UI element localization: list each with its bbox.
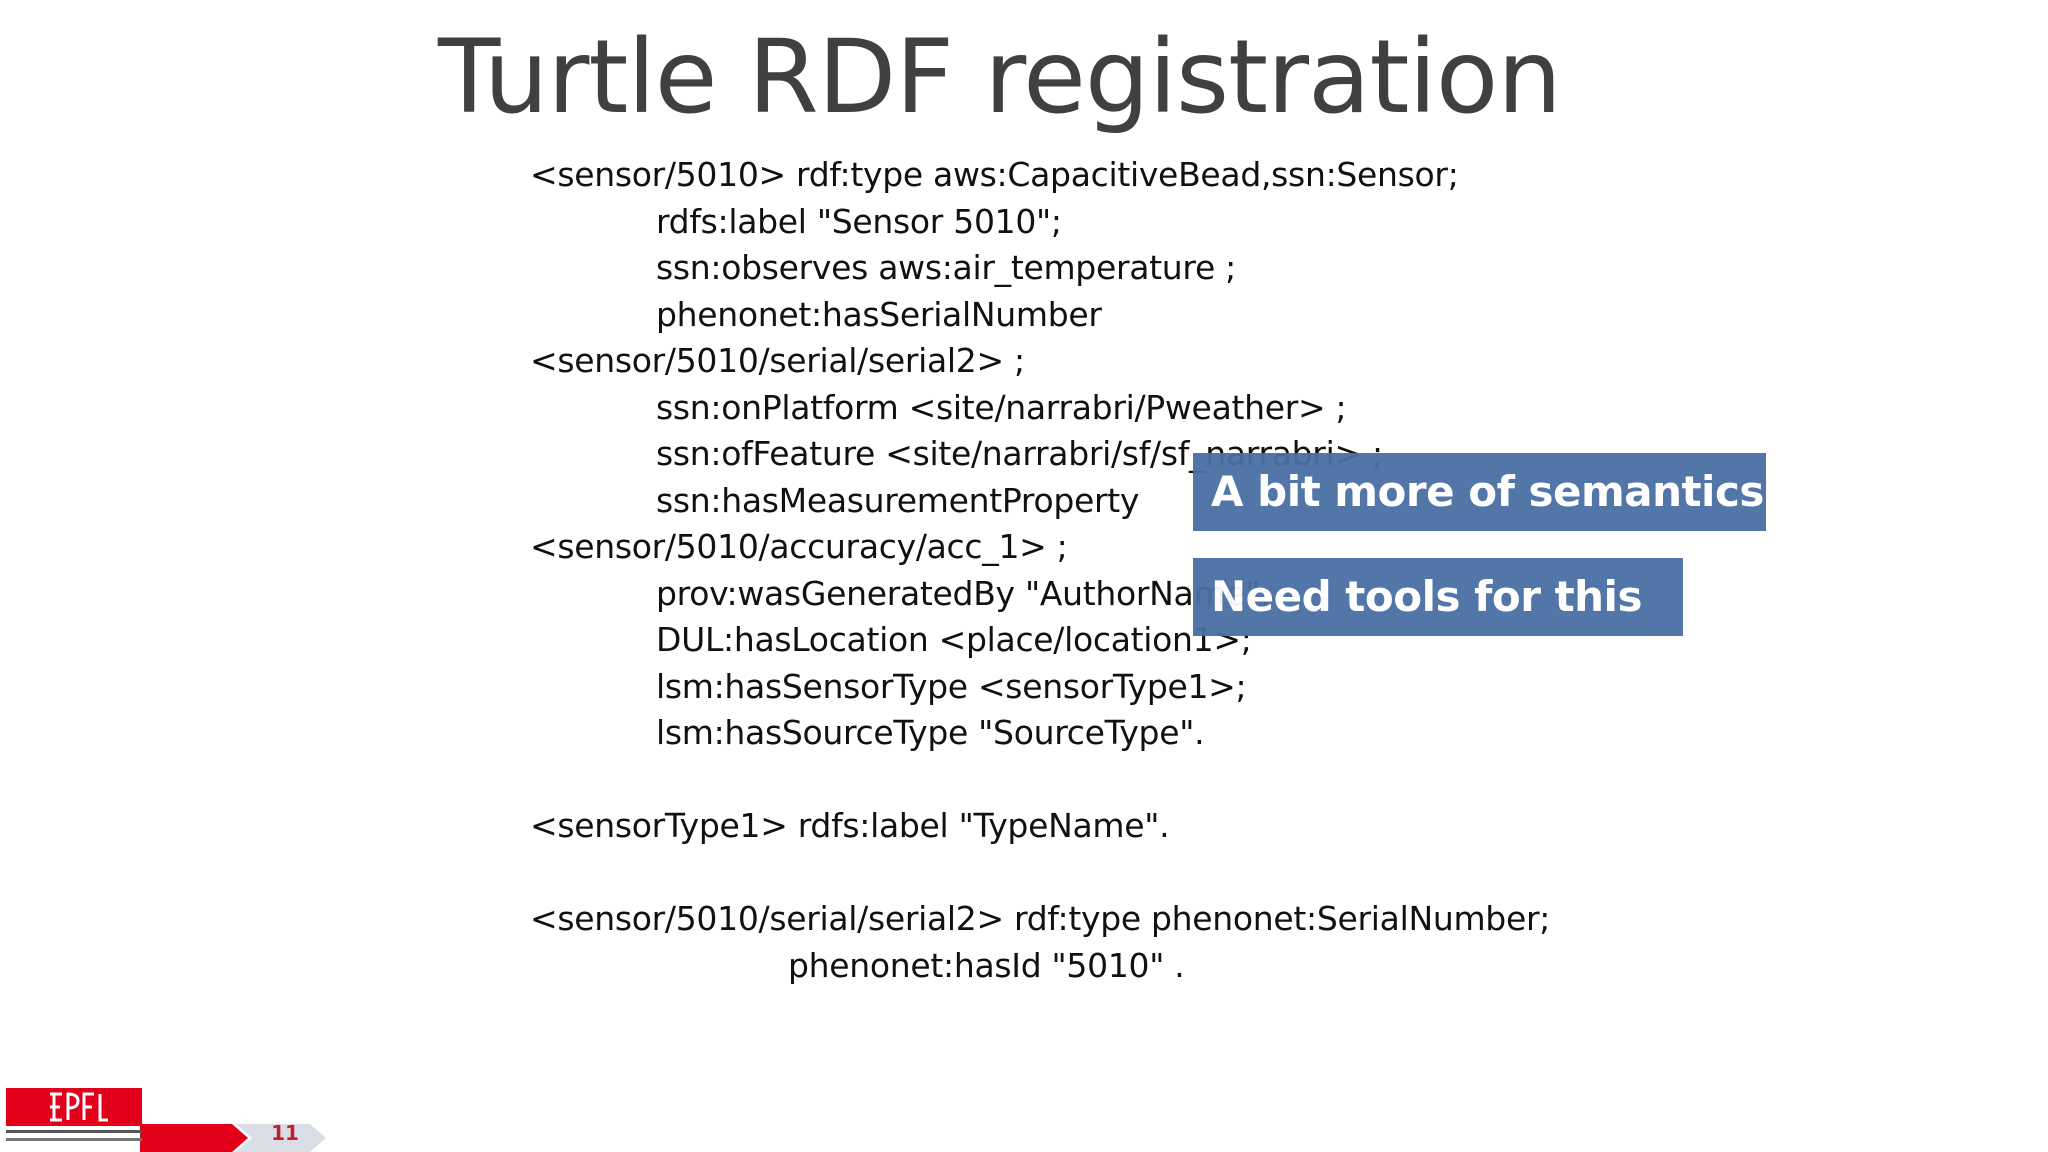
callout-tools: Need tools for this	[1193, 558, 1683, 636]
code-line: <sensor/5010/serial/serial2> rdf:type ph…	[530, 899, 1551, 938]
callout-semantics: A bit more of semantics	[1193, 453, 1766, 531]
code-line: lsm:hasSourceType "SourceType".	[656, 713, 1205, 752]
code-line: ssn:onPlatform <site/narrabri/Pweather> …	[656, 387, 1347, 427]
epfl-logo-icon	[6, 1088, 142, 1141]
code-line: phenonet:hasId "5010" .	[788, 945, 1185, 985]
code-line: <sensor/5010> rdf:type aws:CapacitiveBea…	[530, 155, 1459, 194]
code-line: DUL:hasLocation <place/location1>;	[656, 620, 1252, 659]
code-line: <sensor/5010/accuracy/acc_1> ;	[530, 527, 1068, 566]
code-line: rdfs:label "Sensor 5010";	[656, 201, 1062, 241]
page-number: 11	[271, 1121, 299, 1145]
code-line: <sensorType1> rdfs:label "TypeName".	[530, 806, 1170, 845]
code-line: ssn:observes aws:air_temperature ;	[656, 248, 1236, 287]
footer-bar	[140, 1124, 326, 1152]
code-line: ssn:hasMeasurementProperty	[656, 480, 1140, 520]
code-line: prov:wasGeneratedBy "AuthorName";	[656, 573, 1271, 613]
code-line: <sensor/5010/serial/serial2> ;	[530, 341, 1025, 380]
slide-title: Turtle RDF registration	[438, 18, 1562, 137]
code-line: lsm:hasSensorType <sensorType1>;	[656, 666, 1247, 706]
code-line: phenonet:hasSerialNumber	[656, 294, 1102, 334]
